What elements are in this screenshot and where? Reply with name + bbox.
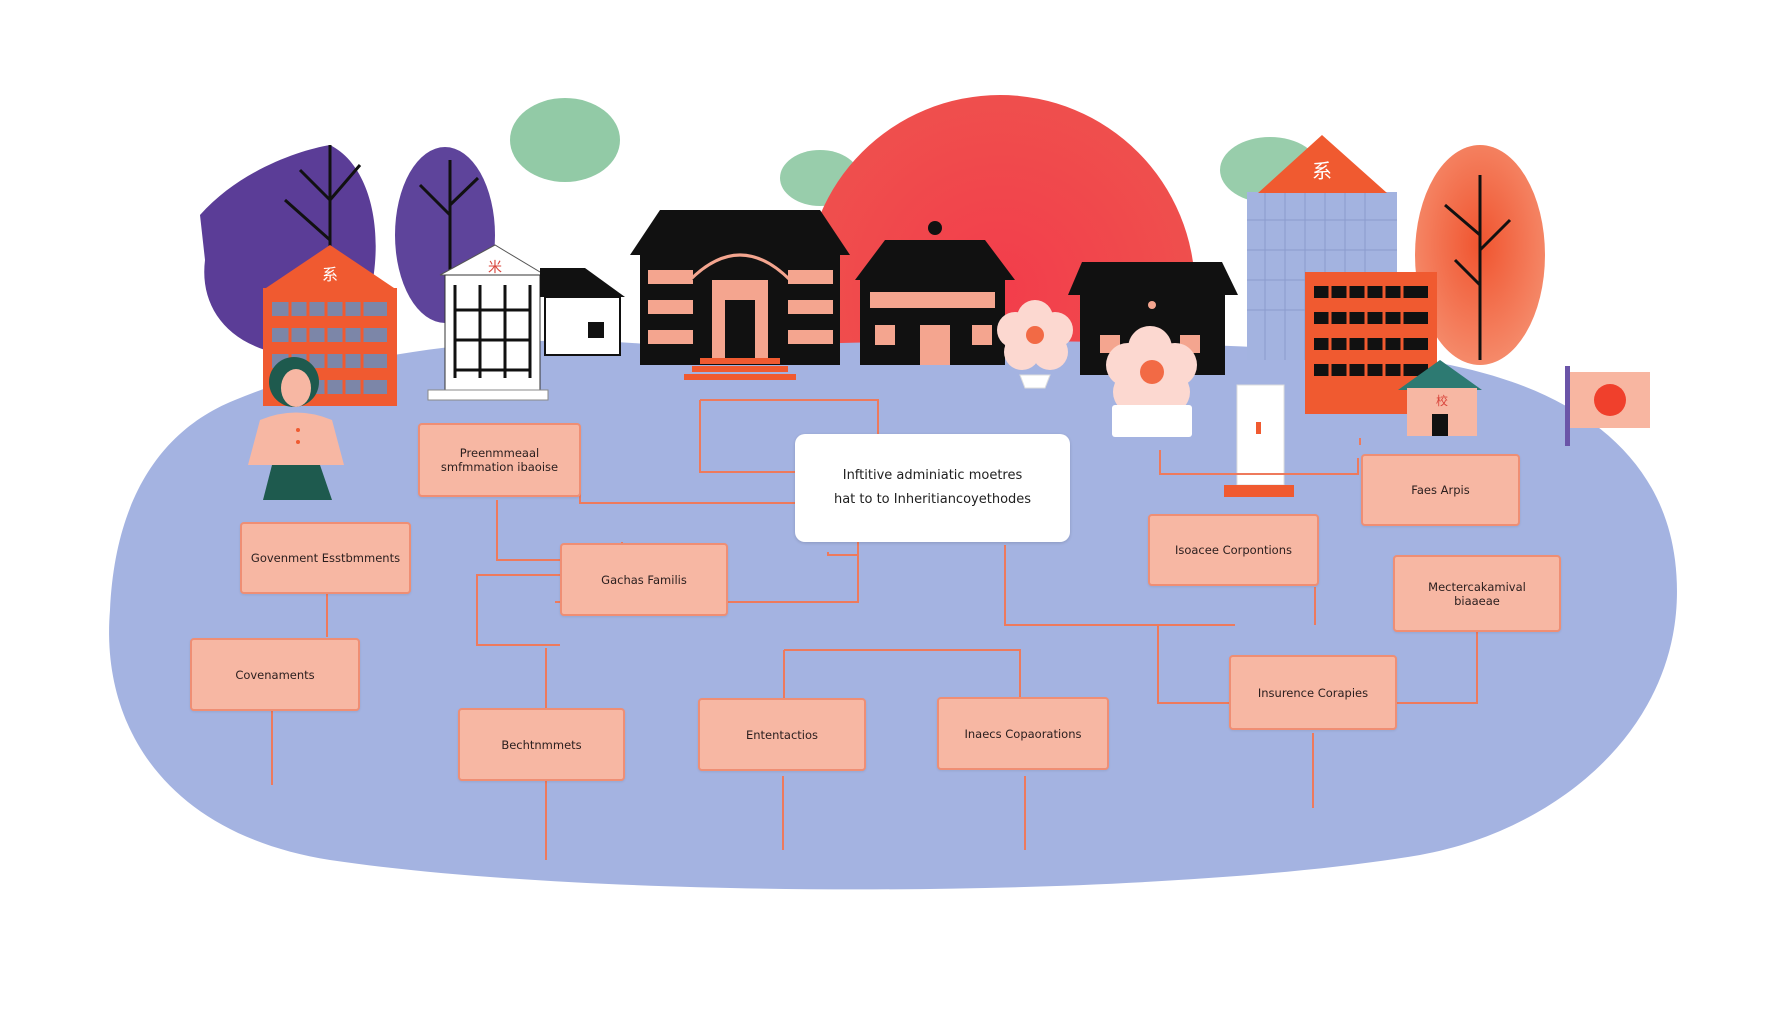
temple-icon bbox=[630, 210, 850, 380]
central-topic-box: Inftitive adminiatic moetres hat to to I… bbox=[795, 434, 1070, 542]
school-sign: 校 bbox=[1436, 393, 1448, 408]
node-bechtnmmets: Bechtnmmets bbox=[458, 708, 625, 781]
temple-icon bbox=[855, 221, 1015, 365]
left-building-sign: 系 bbox=[322, 265, 338, 284]
node-preenmmeaal: Preenmmeaal smfmmation ibaoise bbox=[418, 423, 581, 497]
person-icon bbox=[248, 357, 344, 500]
node-ententactios: Ententactios bbox=[698, 698, 866, 771]
flower-icon bbox=[997, 300, 1073, 389]
node-gachas-familis: Gachas Familis bbox=[560, 543, 728, 616]
tower-sign: 系 bbox=[1312, 159, 1332, 183]
node-mectercakamival: Mectercakamival biaaeae bbox=[1393, 555, 1561, 632]
node-governments: Covenaments bbox=[190, 638, 360, 711]
green-cloud-icon bbox=[510, 98, 620, 182]
white-building-icon: 米 bbox=[427, 244, 625, 401]
node-inaecs-copaorations: Inaecs Copaorations bbox=[937, 697, 1109, 770]
small-house-icon bbox=[540, 268, 625, 356]
pillar-icon bbox=[1224, 384, 1294, 497]
central-topic-line-2: hat to to Inheritiancoyethodes bbox=[833, 492, 1032, 507]
white-building-sign: 米 bbox=[488, 260, 502, 276]
school-house-icon: 校 bbox=[1398, 360, 1482, 436]
central-topic-line-1: Inftitive adminiatic moetres bbox=[842, 468, 1023, 483]
node-insurence-corapies: Insurence Corapies bbox=[1229, 655, 1397, 730]
orange-tree-icon bbox=[1415, 145, 1545, 365]
node-faes-arpis: Faes Arpis bbox=[1361, 454, 1520, 526]
flower-icon bbox=[1106, 326, 1197, 437]
flag-icon bbox=[1565, 366, 1650, 446]
node-government-establishments: Govenment Esstbmments bbox=[240, 522, 411, 594]
node-isoacee-corpontions: Isoacee Corpontions bbox=[1148, 514, 1319, 586]
